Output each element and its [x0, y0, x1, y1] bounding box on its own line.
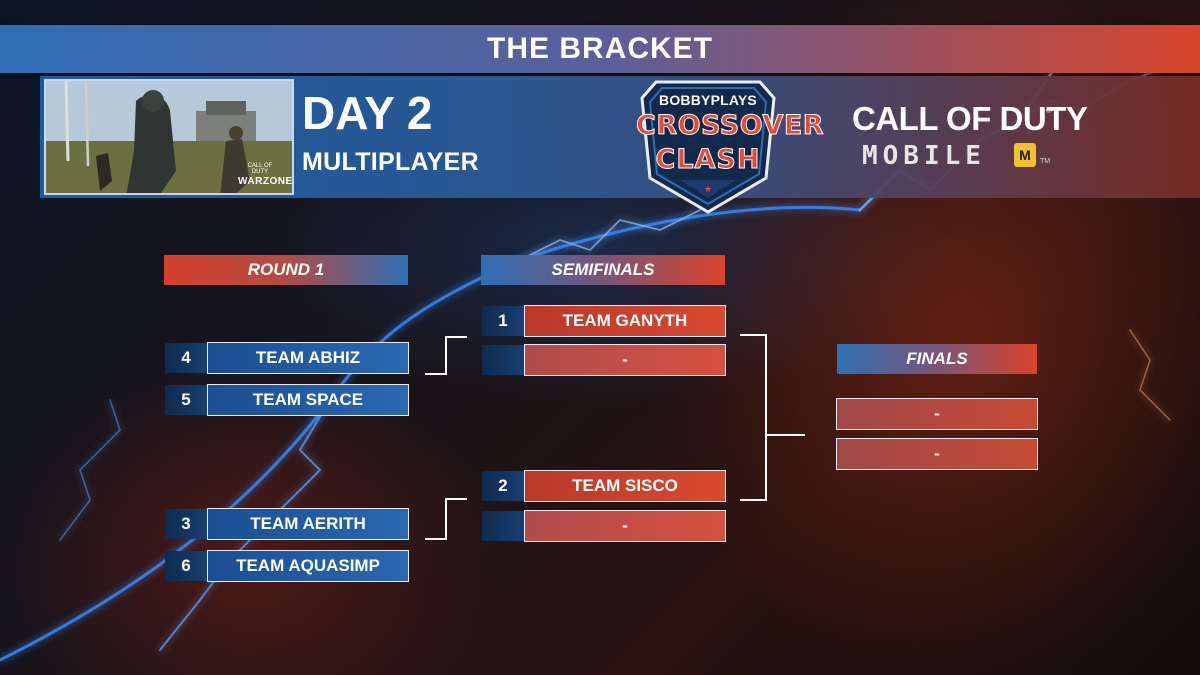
- seed-badge: 5: [165, 385, 207, 415]
- team-slot-tbd: -: [524, 344, 726, 376]
- seed-badge: 4: [165, 343, 207, 373]
- mode-subtitle: MULTIPLAYER: [302, 148, 479, 176]
- connector-r1-match2: [425, 498, 467, 540]
- thumbnail-logo-top: CALL OF DUTY: [247, 163, 273, 175]
- cod-mobile-badge-icon: M: [1014, 143, 1036, 167]
- finals-header: FINALS: [837, 344, 1037, 374]
- semifinals-header: SEMIFINALS: [481, 255, 725, 285]
- warzone-thumbnail: CALL OF DUTY WARZONE: [44, 79, 294, 195]
- team-slot-space: TEAM SPACE: [207, 384, 409, 416]
- team-slot-aquasimp: TEAM AQUASIMP: [207, 550, 409, 582]
- seed-badge: 1: [482, 306, 524, 336]
- seed-badge: 2: [482, 471, 524, 501]
- title-bar: THE BRACKET: [0, 25, 1200, 73]
- thumbnail-scene: [46, 81, 292, 193]
- clash-logo-top: BOBBYPLAYS: [659, 92, 757, 108]
- seed-badge-empty: [482, 345, 524, 375]
- team-slot-aerith: TEAM AERITH: [207, 508, 409, 540]
- svg-text:★: ★: [704, 185, 712, 195]
- clash-shield-icon: ★: [640, 80, 776, 214]
- seed-badge: 3: [165, 509, 207, 539]
- page-title: THE BRACKET: [487, 32, 713, 65]
- cod-logo-registered: ®: [1046, 106, 1052, 115]
- cod-logo-subtitle: MOBILE: [862, 141, 986, 171]
- seed-badge-empty: [482, 511, 524, 541]
- team-slot-abhiz: TEAM ABHIZ: [207, 342, 409, 374]
- seed-badge: 6: [165, 551, 207, 581]
- connector-semis-bracket: [740, 334, 767, 501]
- cod-logo-trademark: TM: [1040, 158, 1051, 165]
- finals-slot-2: -: [836, 438, 1038, 470]
- day-title: DAY 2: [302, 87, 433, 139]
- cod-logo-title: CALL OF DUTY: [852, 100, 1088, 137]
- round1-header: ROUND 1: [164, 255, 408, 285]
- team-slot-ganyth: TEAM GANYTH: [524, 305, 726, 337]
- team-slot-sisco: TEAM SISCO: [524, 470, 726, 502]
- thumbnail-logo: WARZONE: [238, 176, 293, 187]
- team-slot-tbd: -: [524, 510, 726, 542]
- clash-logo-bottom: CLASH: [655, 144, 761, 176]
- finals-slot-1: -: [836, 398, 1038, 430]
- connector-r1-match1: [425, 336, 467, 375]
